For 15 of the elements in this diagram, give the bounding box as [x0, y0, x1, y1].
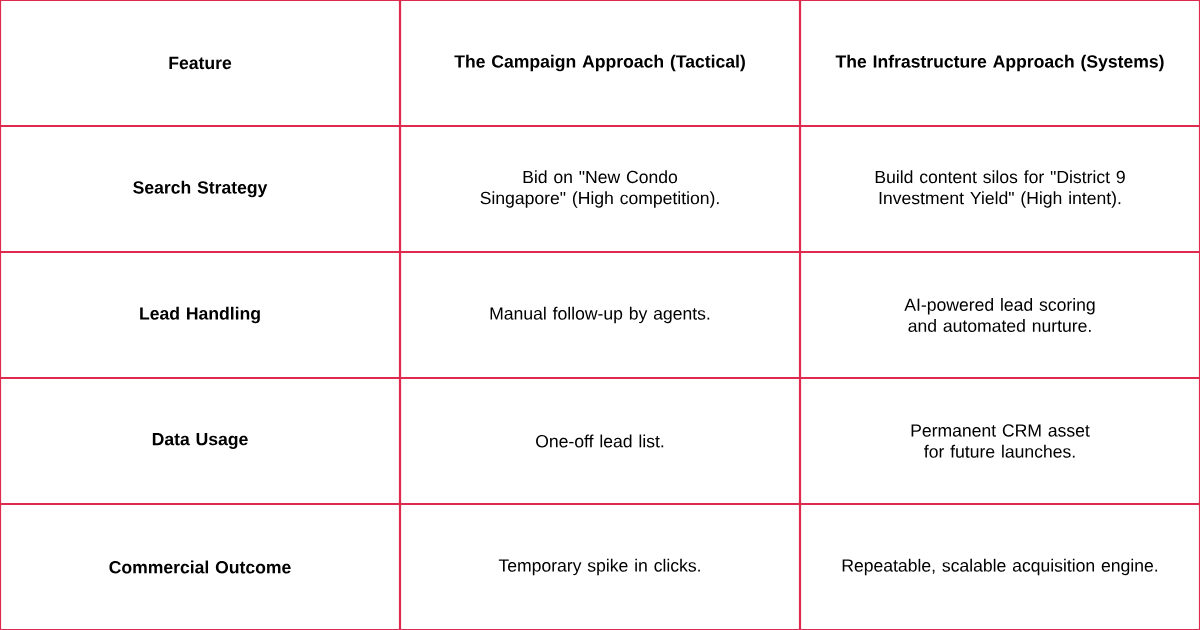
table-cell: One-off lead list.: [399, 376, 802, 506]
table-cell: Manual follow-up by agents.: [399, 250, 802, 380]
header-cell: Feature: [0, 0, 402, 128]
row-header-cell: Commercial Outcome: [0, 502, 402, 630]
row-header-cell: Lead Handling: [0, 250, 402, 380]
table-cell: AI-powered lead scoring and automated nurture.: [799, 250, 1200, 380]
table-cell: Build content silos for "District 9 Investment Yield" (High intent).: [799, 124, 1200, 254]
header-cell: The Infrastructure Approach (Systems): [799, 0, 1200, 128]
table-cell: Temporary spike in clicks.: [399, 502, 802, 630]
table-cell: Bid on "New Condo Singapore" (High competition).: [399, 124, 802, 254]
table-cell: Permanent CRM asset for future launches.: [799, 376, 1200, 506]
table-cell: Repeatable, scalable acquisition engine.: [799, 502, 1200, 630]
row-header-cell: Data Usage: [0, 376, 402, 506]
header-cell: The Campaign Approach (Tactical): [399, 0, 802, 128]
row-header-cell: Search Strategy: [0, 124, 402, 254]
